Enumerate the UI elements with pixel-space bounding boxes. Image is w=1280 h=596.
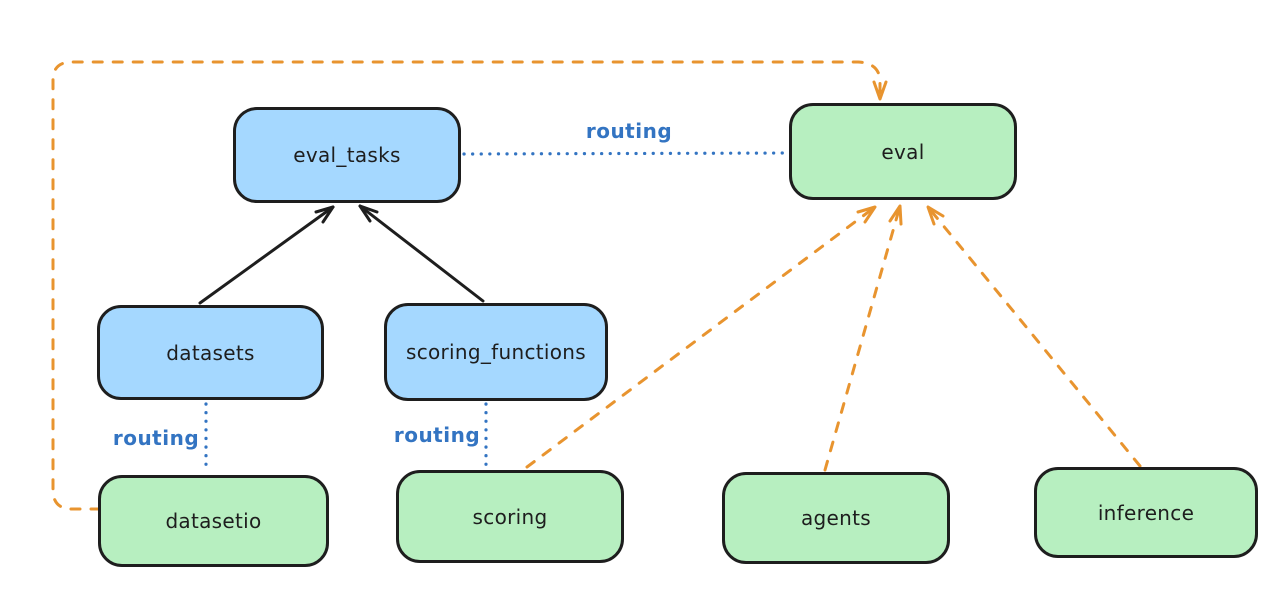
node-scoring-label: scoring (472, 504, 548, 529)
edge-agents-to-eval (823, 204, 903, 472)
node-datasetio: datasetio (98, 475, 329, 567)
node-datasets-label: datasets (166, 340, 255, 365)
node-inference-label: inference (1097, 500, 1195, 525)
edge-scoring_functions-to-eval_tasks (358, 204, 485, 303)
node-eval-label: eval (881, 139, 925, 164)
node-scoring-functions: scoring_functions (384, 303, 608, 401)
edge-datasetio-to-eval (51, 60, 888, 511)
edge-datasets-to-eval_tasks (198, 205, 335, 305)
node-datasets: datasets (97, 305, 324, 400)
node-agents-label: agents (801, 506, 871, 530)
node-datasetio-label: datasetio (165, 509, 262, 533)
node-inference: inference (1034, 467, 1258, 558)
edge-inference-to-eval (926, 205, 1142, 468)
edge-scoring-to-eval (525, 205, 877, 469)
edge-label-routing-eval_tasks-eval: routing (585, 119, 673, 143)
edge-label-routing-scoring_functions-scoring: routing (393, 423, 481, 447)
node-agents: agents (722, 472, 950, 564)
edge-label-routing-datasets-datasetio: routing (112, 426, 200, 450)
node-scoring: scoring (396, 470, 624, 563)
edge-eval_tasks-to-eval (462, 151, 788, 156)
node-eval: eval (789, 103, 1017, 200)
node-eval-tasks-label: eval_tasks (293, 143, 401, 167)
node-eval-tasks: eval_tasks (233, 107, 461, 203)
node-scoring-functions-label: scoring_functions (405, 340, 587, 364)
